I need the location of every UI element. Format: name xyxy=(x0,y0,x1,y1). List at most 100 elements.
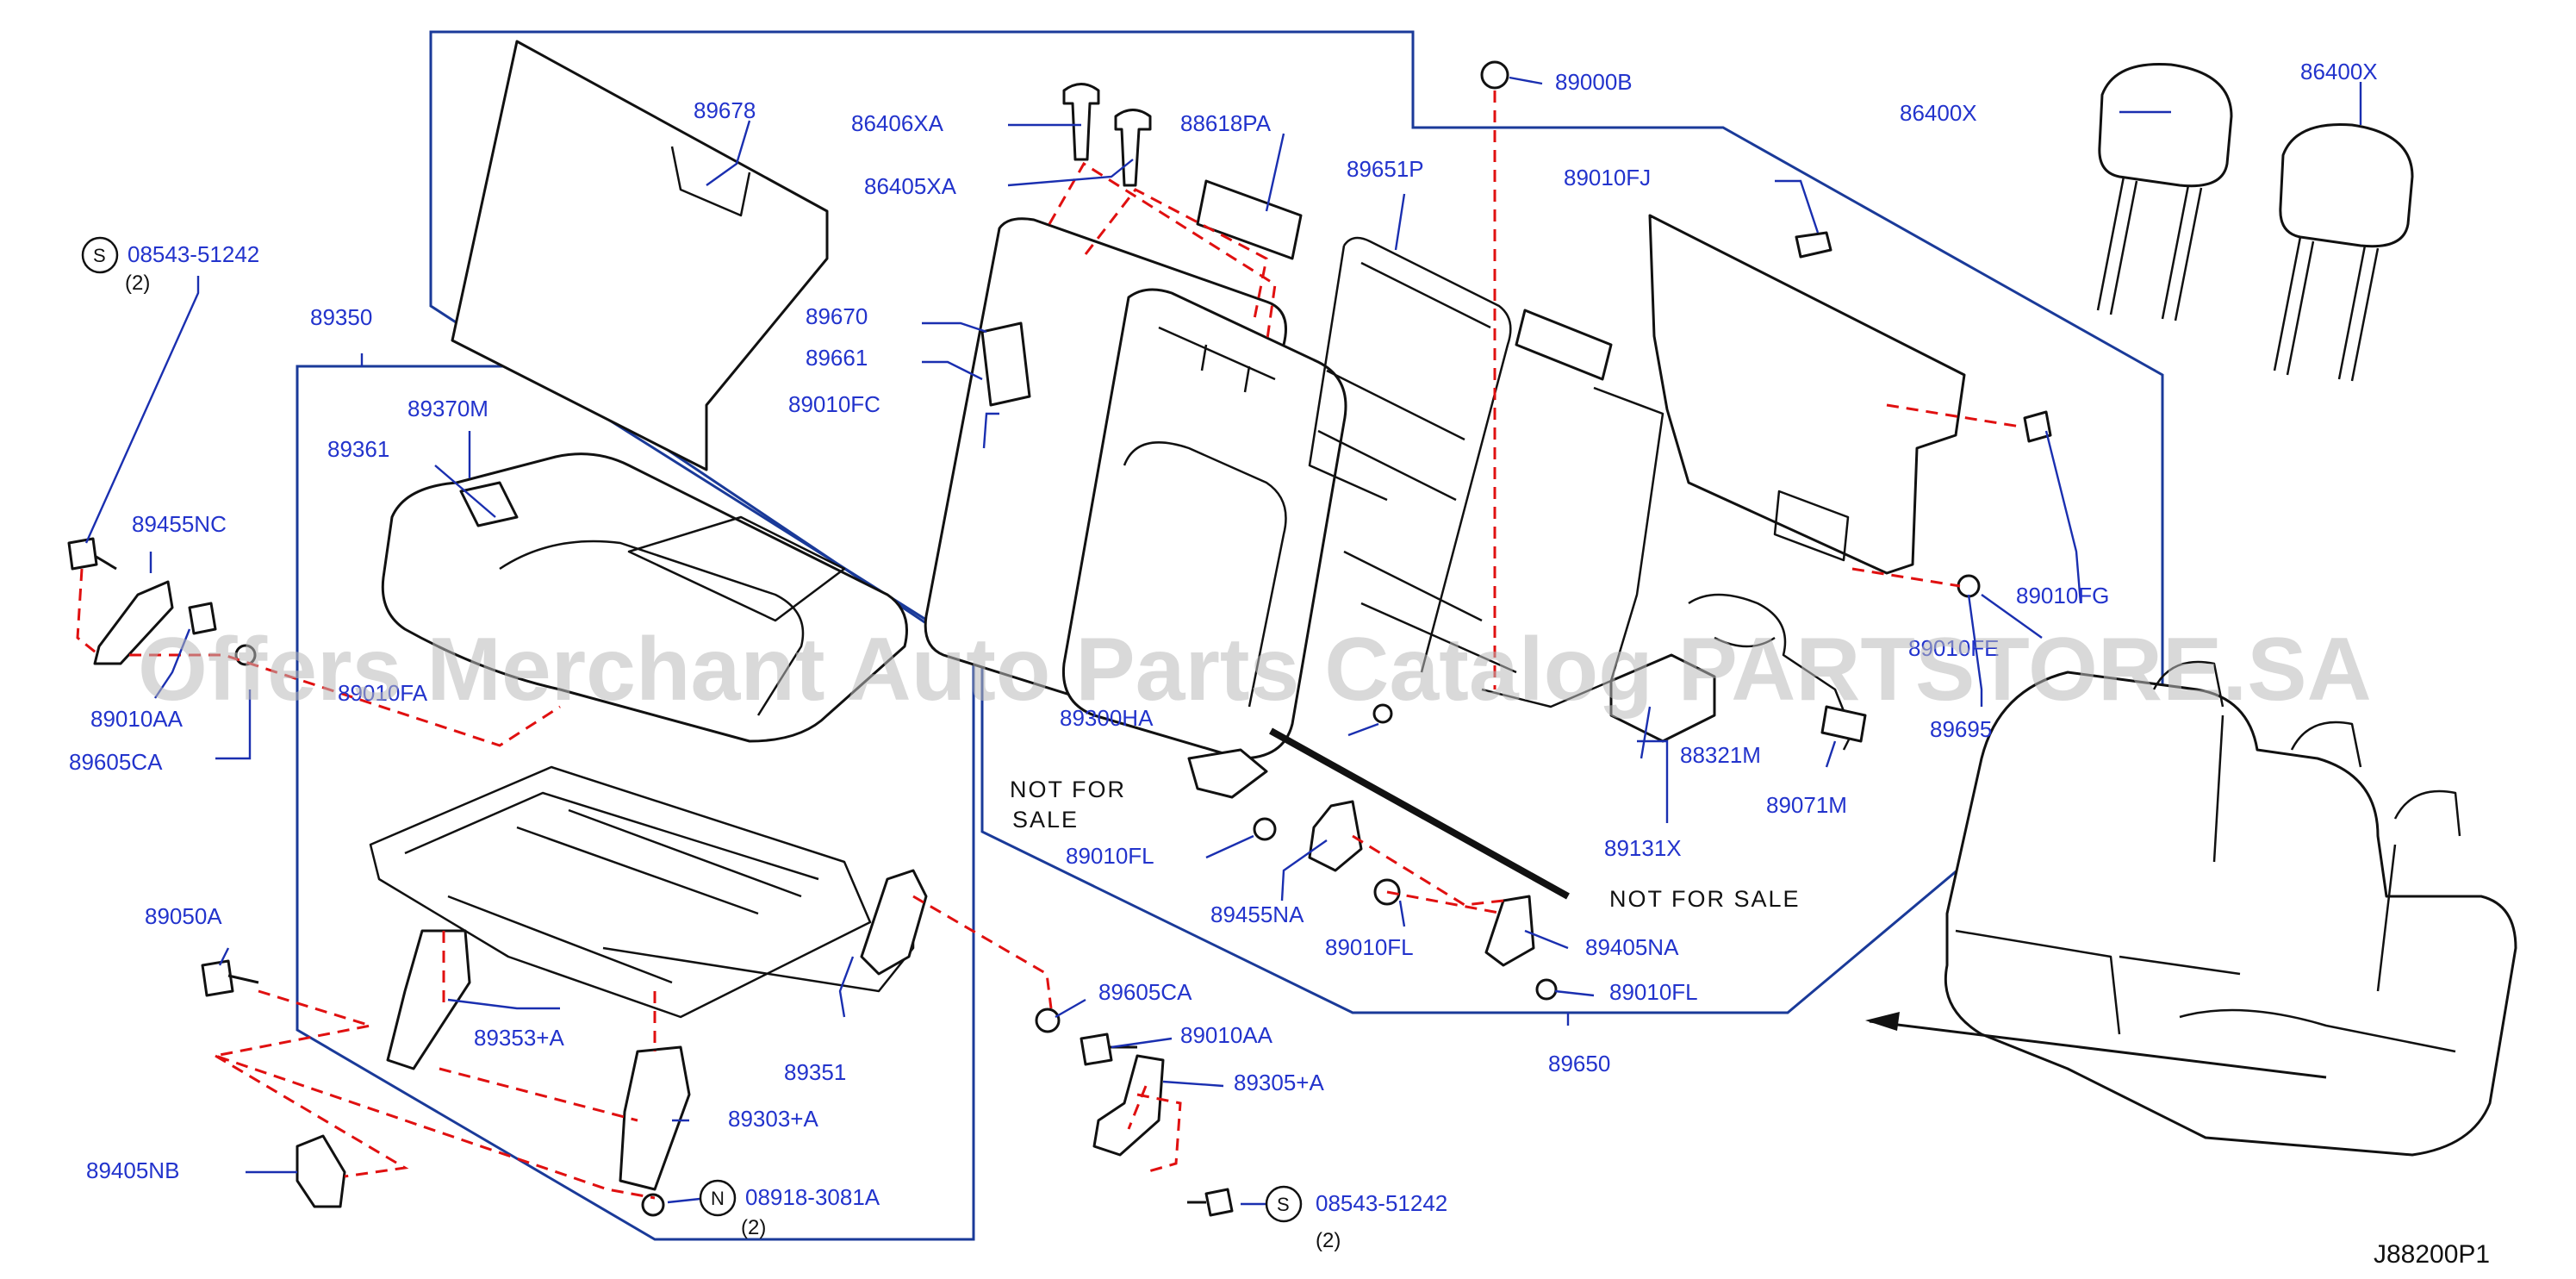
dash-left-bolt xyxy=(76,568,561,747)
label-89000b: 89000B xyxy=(1555,69,1633,95)
back-cover-panel xyxy=(1648,214,1966,575)
cushion-inner xyxy=(627,515,846,622)
label-86405xa: 86405XA xyxy=(864,173,957,199)
back-board-detail xyxy=(670,146,751,217)
bolt-89010aa-right xyxy=(1080,1033,1137,1066)
headrest-left-stay xyxy=(2096,176,2203,321)
label-89361: 89361 xyxy=(327,436,389,462)
seatback-front xyxy=(1061,288,1347,760)
cushion-top-line xyxy=(499,540,805,716)
label-86406xa: 86406XA xyxy=(851,110,944,136)
label-89455nc: 89455NC xyxy=(132,511,227,537)
nut-08918 xyxy=(641,1193,665,1217)
label-86400x-right: 86400X xyxy=(2300,59,2378,84)
label-08543-top: 08543-51242 xyxy=(128,241,259,267)
label-89010aa-right: 89010AA xyxy=(1180,1022,1273,1048)
dash-right-cover xyxy=(1127,1085,1182,1174)
label-08918: 08918-3081A xyxy=(745,1184,880,1210)
label-89010fg: 89010FG xyxy=(2016,583,2109,608)
back-board-89678 xyxy=(451,40,829,471)
label-89670: 89670 xyxy=(806,303,868,329)
thumbnail-cushions xyxy=(1955,714,2456,1053)
label-89305a: 89305+A xyxy=(1234,1070,1324,1095)
label-89353a: 89353+A xyxy=(474,1025,564,1051)
label-89010fl-a: 89010FL xyxy=(1066,843,1154,869)
label-89405na: 89405NA xyxy=(1585,934,1679,960)
seat-frame-rails xyxy=(516,808,915,993)
seatback-top-line xyxy=(1158,326,1276,393)
label-89661: 89661 xyxy=(806,345,868,371)
clip-89605ca-right xyxy=(1035,1008,1061,1033)
clip-89010fe xyxy=(1957,574,1981,598)
bracket-89131x xyxy=(1609,653,1716,743)
frame-pivot xyxy=(1481,386,1664,708)
circle-s-bottom xyxy=(1265,1185,1303,1223)
headrest-86400x-left xyxy=(2098,62,2233,188)
label-89010fa: 89010FA xyxy=(338,680,428,706)
seatback-panel-line xyxy=(1123,441,1287,708)
frame-bars xyxy=(1317,369,1517,674)
label-89351: 89351 xyxy=(784,1059,846,1085)
thumbnail-arrow xyxy=(1869,1020,2327,1079)
tag-89661 xyxy=(980,321,1031,407)
cover-89305a xyxy=(1092,1054,1165,1157)
leg-89353a xyxy=(386,929,471,1070)
harness-connector xyxy=(1820,705,1867,743)
label-89010fl-b: 89010FL xyxy=(1325,934,1414,960)
diagram-code: J88200P1 xyxy=(2374,1240,2490,1269)
bracket-89455nc xyxy=(93,580,174,665)
label-89370m: 89370M xyxy=(408,396,488,421)
label-89010aa-left: 89010AA xyxy=(90,706,184,732)
clip-89605ca-left xyxy=(234,644,257,666)
seat-assembly-thumbnail xyxy=(1944,671,2517,1157)
label-89010fc: 89010FC xyxy=(788,391,880,417)
label-89605ca-right: 89605CA xyxy=(1098,979,1192,1005)
thumbnail-headrests xyxy=(2152,660,2461,837)
headrest-right-stay xyxy=(2273,236,2380,382)
side-bracket-89351 xyxy=(860,869,928,976)
bolt-89300ha xyxy=(1372,703,1393,724)
circle-s-top xyxy=(81,236,119,274)
frame-latch-box xyxy=(1515,309,1613,381)
clip-89010fl-a xyxy=(1253,817,1277,841)
label-pad-88618pa xyxy=(1196,179,1303,260)
dash-89455na xyxy=(1352,834,1504,915)
label-89350: 89350 xyxy=(310,304,372,330)
cover-recess xyxy=(1773,490,1850,562)
circle-n xyxy=(699,1179,737,1217)
label-89071m: 89071M xyxy=(1766,792,1847,818)
qty-08918: (2) xyxy=(741,1216,766,1239)
label-88618pa: 88618PA xyxy=(1180,110,1272,136)
clip-89000b xyxy=(1480,60,1509,90)
clip-89010fj xyxy=(1795,231,1832,259)
label-89405nb: 89405NB xyxy=(86,1157,179,1183)
circle-s-top-letter: S xyxy=(93,245,106,266)
qty-08543-bottom: (2) xyxy=(1316,1229,1341,1252)
seat-cushion-pad xyxy=(381,452,908,743)
seat-frame-89351 xyxy=(369,765,872,1019)
not-for-sale-note-left-line1: NOT FOR xyxy=(1010,777,1126,802)
dash-guides xyxy=(1048,161,1277,346)
qty-08543-top: (2) xyxy=(125,271,150,295)
leader-lines xyxy=(84,76,2362,1206)
thumbnail-arrowhead xyxy=(1865,1012,1900,1031)
label-89303a: 89303+A xyxy=(728,1106,818,1132)
clip-89010fl-c xyxy=(1535,978,1558,1001)
cover-89405nb xyxy=(296,1134,346,1208)
headrest-guide-86405xa xyxy=(1114,109,1152,187)
circle-s-bottom-letter: S xyxy=(1277,1194,1290,1215)
cushion-tag-89370m xyxy=(459,481,519,527)
headrest-86400x-right xyxy=(2279,122,2414,248)
label-89650: 89650 xyxy=(1548,1051,1610,1076)
label-89605ca-left: 89605CA xyxy=(69,749,163,775)
cover-89405na xyxy=(1484,895,1535,967)
clip-89010fg xyxy=(2023,410,2052,443)
bolt-08543-bottom xyxy=(1187,1188,1234,1217)
striker-89300ha xyxy=(1187,748,1268,799)
not-for-sale-note-left-line2: SALE xyxy=(1012,807,1079,833)
dash-89010fg xyxy=(1886,403,2021,428)
circle-n-letter: N xyxy=(711,1188,725,1209)
bolt-08543-top xyxy=(67,537,117,571)
leg-89303a xyxy=(619,1045,691,1191)
